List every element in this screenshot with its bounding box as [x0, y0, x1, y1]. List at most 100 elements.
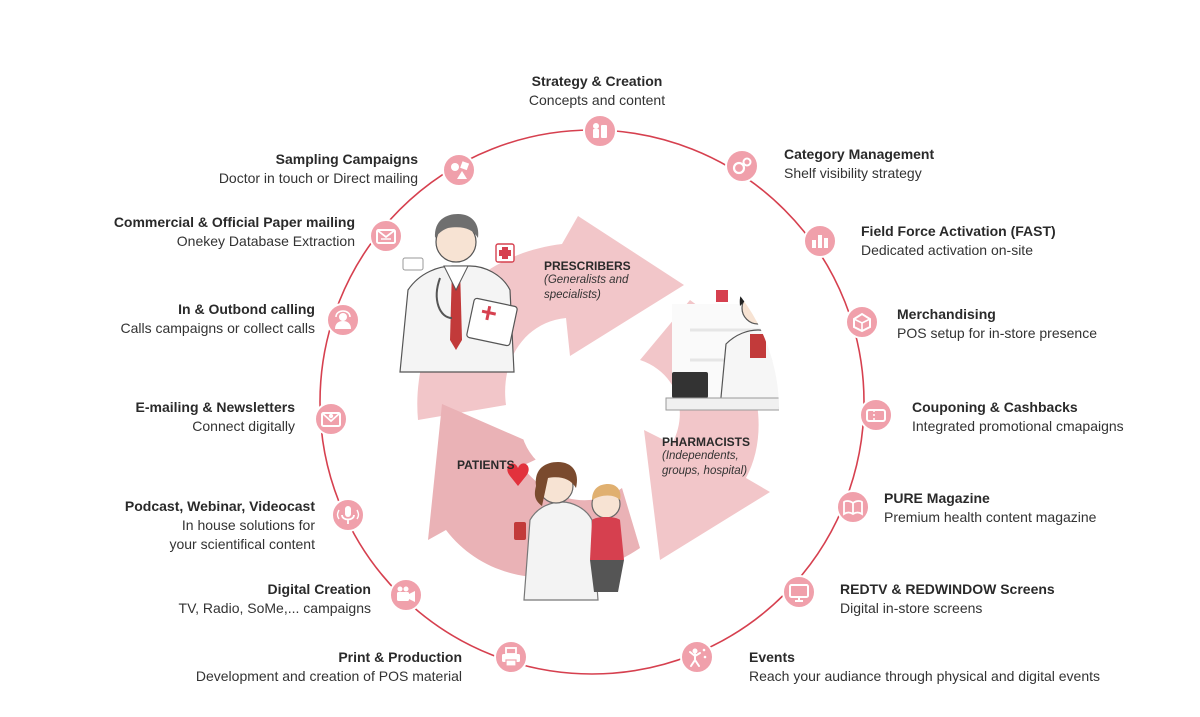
bar-chart-icon — [812, 235, 828, 248]
chess-pieces-icon — [593, 123, 607, 138]
service-title: Strategy & Creation — [531, 73, 663, 89]
service-node — [494, 640, 528, 674]
service-node — [859, 398, 893, 432]
segment-title: PRESCRIBERS — [544, 259, 631, 273]
service-node-circle — [680, 640, 714, 674]
segment-desc-line: (Independents, — [662, 450, 739, 462]
service-node — [680, 640, 714, 674]
service-node — [369, 219, 403, 253]
service-desc: Digital in-store screens — [840, 600, 983, 616]
service-pure-magazine: PURE Magazine Premium health content mag… — [884, 489, 1096, 527]
service-sampling: Sampling Campaigns Doctor in touch or Di… — [219, 150, 418, 188]
service-desc: TV, Radio, SoMe,... campaigns — [178, 600, 371, 616]
service-digital-creation: Digital Creation TV, Radio, SoMe,... cam… — [179, 580, 371, 618]
patients-illustration — [507, 462, 624, 601]
service-events: Events Reach your audiance through physi… — [749, 648, 1100, 686]
segment-title: PATIENTS — [457, 458, 515, 472]
service-node-circle — [583, 114, 617, 148]
service-node — [725, 149, 759, 183]
service-desc: In house solutions for — [181, 517, 315, 533]
service-desc: Development and creation of POS material — [195, 668, 462, 684]
printer-icon — [502, 647, 520, 667]
letter-icon — [376, 229, 396, 244]
service-node — [389, 578, 423, 612]
service-title: Digital Creation — [267, 581, 371, 597]
service-node-circle — [442, 153, 476, 187]
service-node-circle — [314, 402, 348, 436]
service-node — [331, 498, 365, 532]
service-category-management: Category Management Shelf visibility str… — [784, 145, 934, 183]
service-merchandising: Merchandising POS setup for in-store pre… — [897, 305, 1097, 343]
service-title: Sampling Campaigns — [275, 151, 418, 167]
pharmacist-illustration — [665, 284, 779, 411]
service-desc: Shelf visibility strategy — [784, 165, 922, 181]
service-node — [326, 303, 360, 337]
magazine-icon — [843, 500, 863, 516]
service-print-production: Print & Production Development and creat… — [196, 648, 462, 686]
service-title: Print & Production — [338, 649, 462, 665]
service-node — [442, 153, 476, 187]
service-title: Couponing & Cashbacks — [912, 399, 1078, 415]
segment-pharmacists: PHARMACISTS (Independents, groups, hospi… — [662, 435, 750, 479]
service-calling: In & Outbond calling Calls campaigns or … — [120, 300, 315, 338]
service-node-circle — [859, 398, 893, 432]
service-title: Category Management — [784, 146, 935, 162]
service-title: Field Force Activation (FAST) — [861, 223, 1056, 239]
service-node — [583, 114, 617, 148]
service-nodes — [314, 114, 893, 674]
service-node — [845, 305, 879, 339]
service-desc: Onekey Database Extraction — [176, 233, 355, 249]
package-icon — [853, 312, 871, 333]
service-node — [836, 490, 870, 524]
service-desc: Doctor in touch or Direct mailing — [218, 170, 418, 186]
microphone-icon — [336, 506, 360, 524]
service-node — [782, 575, 816, 609]
service-desc: Premium health content magazine — [884, 509, 1097, 525]
segment-desc-line: specialists) — [544, 289, 601, 301]
segment-prescribers: PRESCRIBERS (Generalists and specialists… — [544, 259, 631, 303]
celebration-icon — [689, 648, 707, 667]
service-desc: Reach your audiance through physical and… — [749, 668, 1101, 684]
coupon-icon — [866, 409, 886, 422]
video-camera-icon — [397, 586, 415, 602]
service-desc: Connect digitally — [192, 418, 295, 434]
service-redtv-screens: REDTV & REDWINDOW Screens Digital in-sto… — [840, 580, 1055, 618]
segment-desc-line: groups, hospital) — [662, 465, 748, 477]
segment-title: PHARMACISTS — [662, 435, 751, 449]
service-title: PURE Magazine — [884, 490, 990, 506]
service-title: Events — [749, 649, 795, 665]
service-node — [803, 224, 837, 258]
service-emailing: E-mailing & Newsletters Connect digitall… — [136, 398, 296, 436]
monitor-icon — [789, 584, 809, 602]
service-title: In & Outbond calling — [178, 301, 315, 317]
service-strategy-creation: Strategy & Creation Concepts and content — [497, 72, 697, 110]
service-desc: Integrated promotional cmapaigns — [912, 418, 1124, 434]
service-node-circle — [782, 575, 816, 609]
service-desc: Concepts and content — [528, 92, 666, 108]
service-title: Commercial & Official Paper mailing — [113, 214, 355, 230]
service-paper-mailing: Commercial & Official Paper mailing Onek… — [114, 213, 355, 251]
service-node-circle — [845, 305, 879, 339]
service-desc: Dedicated activation on-site — [861, 242, 1033, 258]
segment-patients: PATIENTS — [457, 458, 515, 472]
headset-icon — [335, 310, 351, 329]
service-title: E-mailing & Newsletters — [135, 399, 296, 415]
segment-desc-line: (Generalists and — [544, 274, 629, 286]
gears-icon — [732, 157, 752, 175]
center-hub — [520, 362, 636, 478]
service-title: Podcast, Webinar, Videocast — [124, 498, 315, 514]
envelope-icon — [321, 412, 341, 427]
doctor-illustration — [399, 214, 518, 373]
service-title: REDTV & REDWINDOW Screens — [840, 581, 1055, 597]
service-desc: POS setup for in-store presence — [897, 325, 1097, 341]
service-desc: your scientifical content — [169, 536, 315, 552]
service-couponing: Couponing & Cashbacks Integrated promoti… — [912, 398, 1124, 436]
service-title: Merchandising — [897, 306, 996, 322]
service-field-force: Field Force Activation (FAST) Dedicated … — [861, 222, 1056, 260]
service-podcast-webinar: Podcast, Webinar, Videocast In house sol… — [125, 497, 315, 554]
service-node-circle — [725, 149, 759, 183]
service-node — [314, 402, 348, 436]
service-desc: Calls campaigns or collect calls — [120, 320, 315, 336]
shapes-icon — [451, 161, 470, 179]
